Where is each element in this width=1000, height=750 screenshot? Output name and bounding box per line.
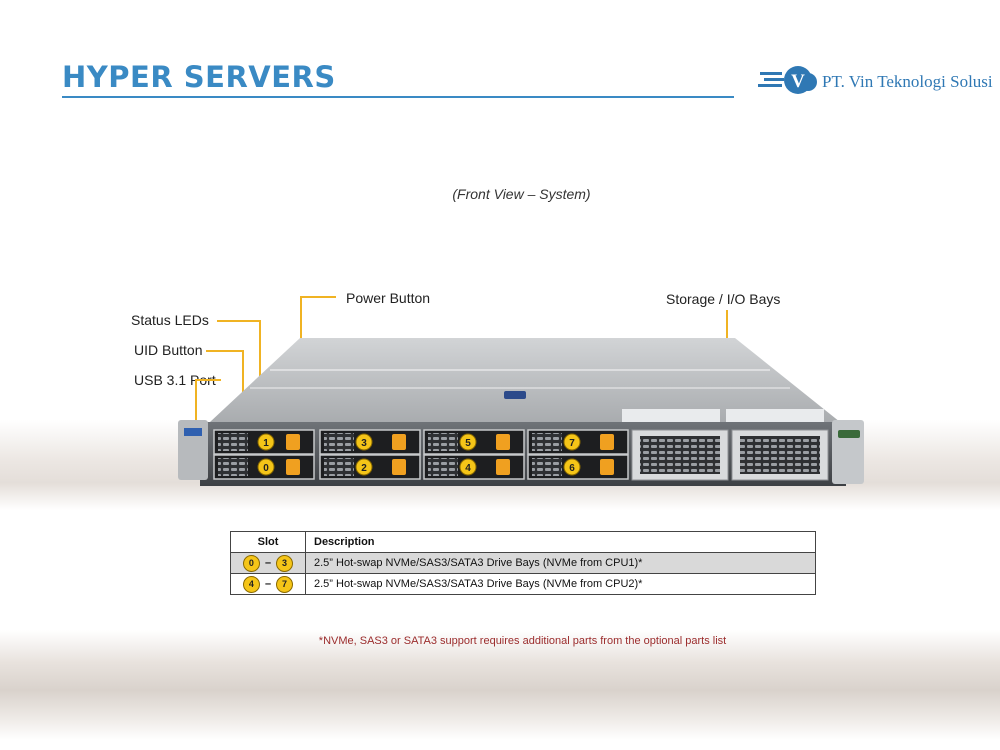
table-row: 0–3 2.5” Hot-swap NVMe/SAS3/SATA3 Drive …: [230, 552, 816, 574]
usb-port-icon: [184, 428, 202, 436]
slot-range-cell: 4–7: [230, 573, 306, 595]
view-caption: (Front View – System): [452, 186, 591, 202]
top-latch-icon: [504, 391, 526, 399]
io-bays: [631, 429, 829, 481]
slot-badge: 0: [242, 554, 260, 572]
logo-letter: V: [791, 71, 805, 92]
table-row: 4–7 2.5” Hot-swap NVMe/SAS3/SATA3 Drive …: [230, 573, 816, 595]
server-top-cover: [210, 338, 840, 422]
callout-storage-io-bays: Storage / I/O Bays: [666, 291, 781, 307]
bay-number-label: 5: [465, 438, 471, 449]
bay-number-label: 0: [263, 463, 269, 474]
bay-number-label: 7: [569, 438, 575, 449]
slot-range-cell: 0–3: [230, 552, 306, 574]
title-underline: [62, 96, 734, 98]
slot-badge: 3: [276, 554, 294, 572]
range-dash: –: [264, 578, 272, 590]
callout-power-button: Power Button: [346, 290, 431, 306]
slot-badge: 4: [242, 575, 260, 593]
drive-bays: 1 0 3 2 5: [213, 429, 629, 480]
bay-number-label: 3: [361, 438, 367, 449]
bay-number-label: 6: [569, 463, 575, 474]
slot-description-table: Slot Description 0–3 2.5” Hot-swap NVMe/…: [230, 531, 816, 595]
background-band-bottom: [0, 630, 1000, 740]
slot-badge: 7: [276, 575, 294, 593]
company-logo: V: [758, 66, 817, 94]
bay-number-label: 2: [361, 463, 367, 474]
company-name: PT. Vin Teknologi Solusi: [822, 72, 993, 91]
right-rack-ear: [832, 420, 864, 484]
footnote: *NVMe, SAS3 or SATA3 support requires ad…: [318, 635, 727, 647]
service-label: [622, 409, 720, 423]
server-front-view: 1 0 3 2 5: [178, 338, 864, 486]
bay-number-label: 4: [465, 463, 471, 474]
brand-badge-icon: [838, 430, 860, 438]
column-header-description: Description: [305, 531, 816, 553]
bay-number-label: 1: [263, 438, 269, 449]
description-cell: 2.5” Hot-swap NVMe/SAS3/SATA3 Drive Bays…: [305, 573, 816, 595]
description-cell: 2.5” Hot-swap NVMe/SAS3/SATA3 Drive Bays…: [305, 552, 816, 574]
range-dash: –: [264, 557, 272, 569]
column-header-slot: Slot: [230, 531, 306, 553]
page-title: HYPER SERVERS: [62, 60, 336, 94]
table-header-row: Slot Description: [230, 531, 816, 553]
callout-status-leds: Status LEDs: [131, 312, 209, 328]
speed-lines-icon: [758, 72, 784, 87]
callout-uid-button: UID Button: [134, 342, 203, 358]
